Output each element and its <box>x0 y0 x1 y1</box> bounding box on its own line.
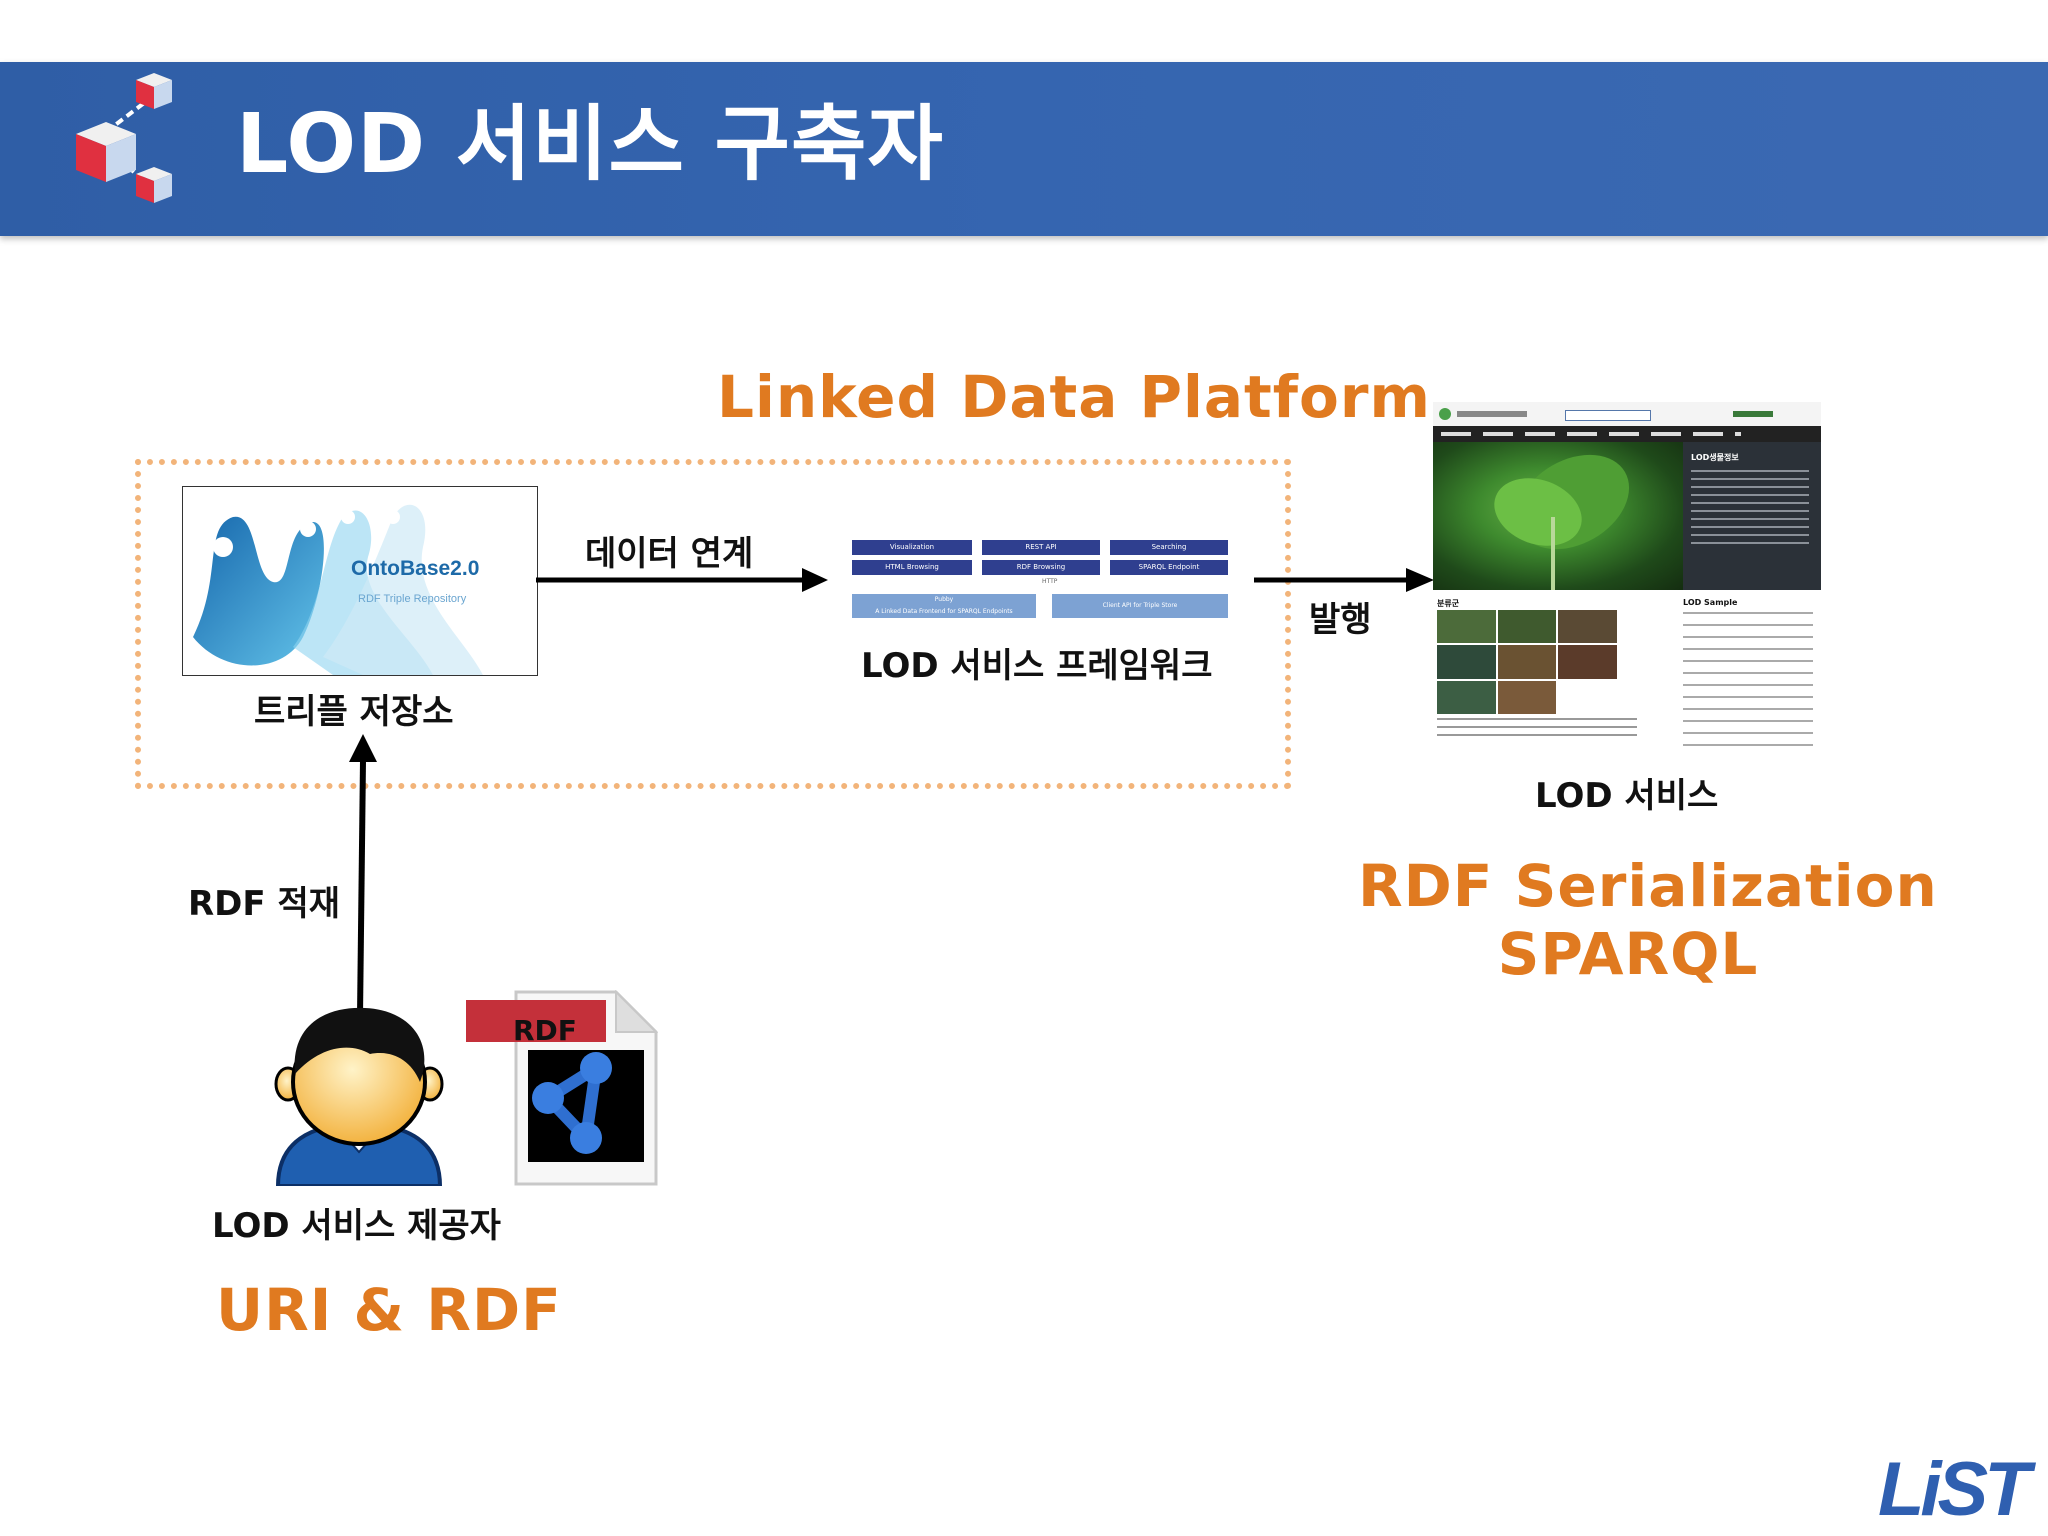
platform-boundary <box>135 459 1291 789</box>
lod-service-screenshot: LOD생물정보 분류군 LOD Sample <box>1433 402 1821 758</box>
ontobase-subtitle: RDF Triple Repository <box>358 593 467 605</box>
screenshot-sidepanel: LOD생물정보 <box>1683 442 1821 590</box>
rdf-file-label: RDF <box>513 1014 577 1047</box>
person-icon <box>274 1007 444 1186</box>
rdf-load-label: RDF 적재 <box>188 884 341 924</box>
link-arrow <box>536 568 828 592</box>
visualization-box: Visualization <box>852 540 972 555</box>
site-logo-icon <box>1439 408 1451 420</box>
html-browsing-box: HTML Browsing <box>852 560 972 575</box>
searching-box: Searching <box>1110 540 1228 555</box>
http-label: HTTP <box>1042 578 1058 585</box>
page-title: LOD 서비스 구축자 <box>236 97 944 192</box>
uri-rdf-title: URI & RDF <box>216 1276 562 1344</box>
ontobase-logo-icon <box>193 504 483 675</box>
screenshot-nav <box>1433 426 1821 442</box>
rdf-browsing-box: RDF Browsing <box>982 560 1100 575</box>
site-name-bar <box>1457 411 1527 417</box>
leaf-hero-image <box>1433 442 1683 590</box>
triple-store-image: OntoBase2.0 RDF Triple Repository <box>182 486 538 676</box>
rdf-load-arrow <box>349 734 377 1016</box>
category-grid <box>1437 610 1617 714</box>
rdf-file-icon <box>466 990 658 1186</box>
side-title: LOD생물정보 <box>1691 453 1739 462</box>
serialization-line2: SPARQL <box>1497 920 1759 988</box>
serialization-line1: RDF Serialization <box>1358 852 1938 920</box>
provider-label: LOD 서비스 제공자 <box>212 1206 501 1246</box>
platform-title: Linked Data Platform <box>717 363 1431 431</box>
rest-api-box: REST API <box>982 540 1100 555</box>
framework-diagram: Visualization REST API Searching HTML Br… <box>836 532 1252 630</box>
publish-label: 발행 <box>1309 600 1372 640</box>
pubby-box: Pubby A Linked Data Frontend for SPARQL … <box>852 594 1036 618</box>
ontobase-name: OntoBase2.0 <box>351 557 480 580</box>
link-label: 데이터 연계 <box>585 534 754 574</box>
category-title: 분류군 <box>1437 599 1460 608</box>
sparql-endpoint-box: SPARQL Endpoint <box>1110 560 1228 575</box>
triple-store-label: 트리플 저장소 <box>254 692 454 732</box>
screenshot-topbar <box>1433 402 1821 427</box>
sample-title: LOD Sample <box>1683 598 1738 607</box>
publish-arrow <box>1254 568 1434 592</box>
site-brand-bar <box>1733 411 1773 417</box>
search-input[interactable] <box>1565 410 1651 421</box>
list-logo: LiST <box>1878 1447 2031 1532</box>
sample-list <box>1683 612 1813 752</box>
cubes-network-icon <box>76 73 172 203</box>
header-bar <box>0 62 2048 236</box>
client-api-box: Client API for Triple Store <box>1052 594 1228 618</box>
framework-label: LOD 서비스 프레임워크 <box>861 646 1213 686</box>
lod-service-label: LOD 서비스 <box>1535 776 1719 816</box>
